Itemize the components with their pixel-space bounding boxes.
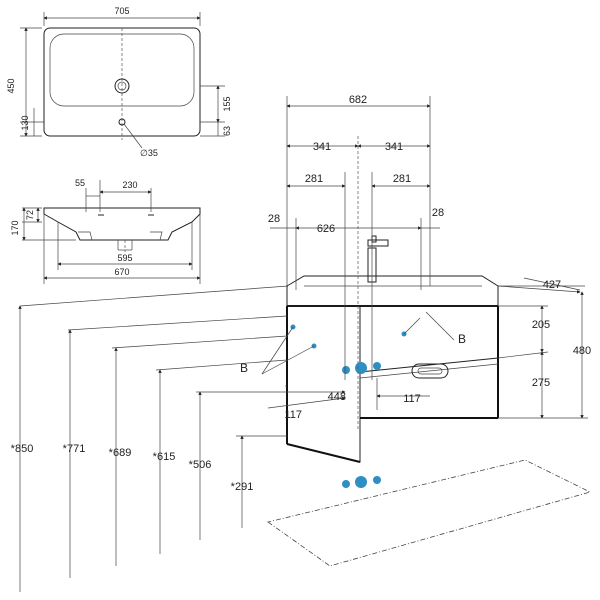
- main-view: B B 682 341 341 281 281 28 626 28 427: [19, 94, 592, 567]
- dim-117-left: 117: [284, 409, 302, 421]
- dim-341-left: 341: [313, 141, 331, 153]
- dim-275: 275: [532, 377, 550, 389]
- dim-480: 480: [573, 345, 591, 357]
- floor-connection-markers: [342, 476, 381, 488]
- dim-771: *771: [63, 443, 86, 455]
- dim-850: *850: [11, 443, 34, 455]
- dim-291: *291: [231, 481, 254, 493]
- side-view: 55 230 72 170 595 670: [10, 178, 201, 284]
- top-view-drain: [114, 78, 130, 94]
- faucet: [367, 235, 389, 283]
- drawer-divider: [359, 357, 499, 373]
- dim-427: 427: [543, 279, 561, 291]
- drawer-handle: [411, 363, 449, 379]
- dim-72: 72: [25, 210, 35, 220]
- dim-205: 205: [532, 319, 550, 331]
- dim-595: 595: [117, 253, 132, 263]
- dim-682: 682: [349, 94, 367, 106]
- side-view-outline: [43, 207, 201, 241]
- dim-506: *506: [189, 459, 212, 471]
- dim-55: 55: [75, 178, 85, 188]
- dim-281-left: 281: [305, 173, 323, 185]
- dim-117-right: 117: [403, 393, 421, 405]
- label-b-right: B: [458, 332, 466, 346]
- dim-130: 130: [20, 115, 30, 130]
- dim-155: 155: [222, 96, 232, 111]
- wall-connection-markers: [342, 362, 381, 374]
- dim-170: 170: [10, 220, 20, 235]
- dim-689: *689: [109, 447, 132, 459]
- dim-63: 63: [222, 126, 232, 136]
- dim-230: 230: [122, 180, 137, 190]
- dim-28-right: 28: [432, 207, 444, 219]
- dim-670: 670: [114, 267, 129, 277]
- dim-626: 626: [317, 223, 335, 235]
- top-view-tap-hole: [118, 118, 126, 126]
- dim-615: *615: [153, 451, 176, 463]
- floor-plane: [267, 459, 592, 567]
- dim-28-left: 28: [268, 213, 280, 225]
- dim-341-right: 341: [385, 141, 403, 153]
- cabinet-outline: [286, 305, 499, 463]
- dim-450: 450: [6, 78, 16, 93]
- dim-448: 448: [328, 391, 346, 403]
- top-view: 705 450 130 155 63 ∅35: [6, 6, 232, 158]
- dim-hole-diameter: ∅35: [140, 148, 158, 158]
- label-b-left: B: [240, 361, 248, 375]
- dim-281-right: 281: [393, 173, 411, 185]
- basin: [286, 275, 499, 307]
- dim-705: 705: [114, 6, 129, 16]
- height-dimensions: *850 *771 *689 *615 *506 *291: [11, 305, 288, 592]
